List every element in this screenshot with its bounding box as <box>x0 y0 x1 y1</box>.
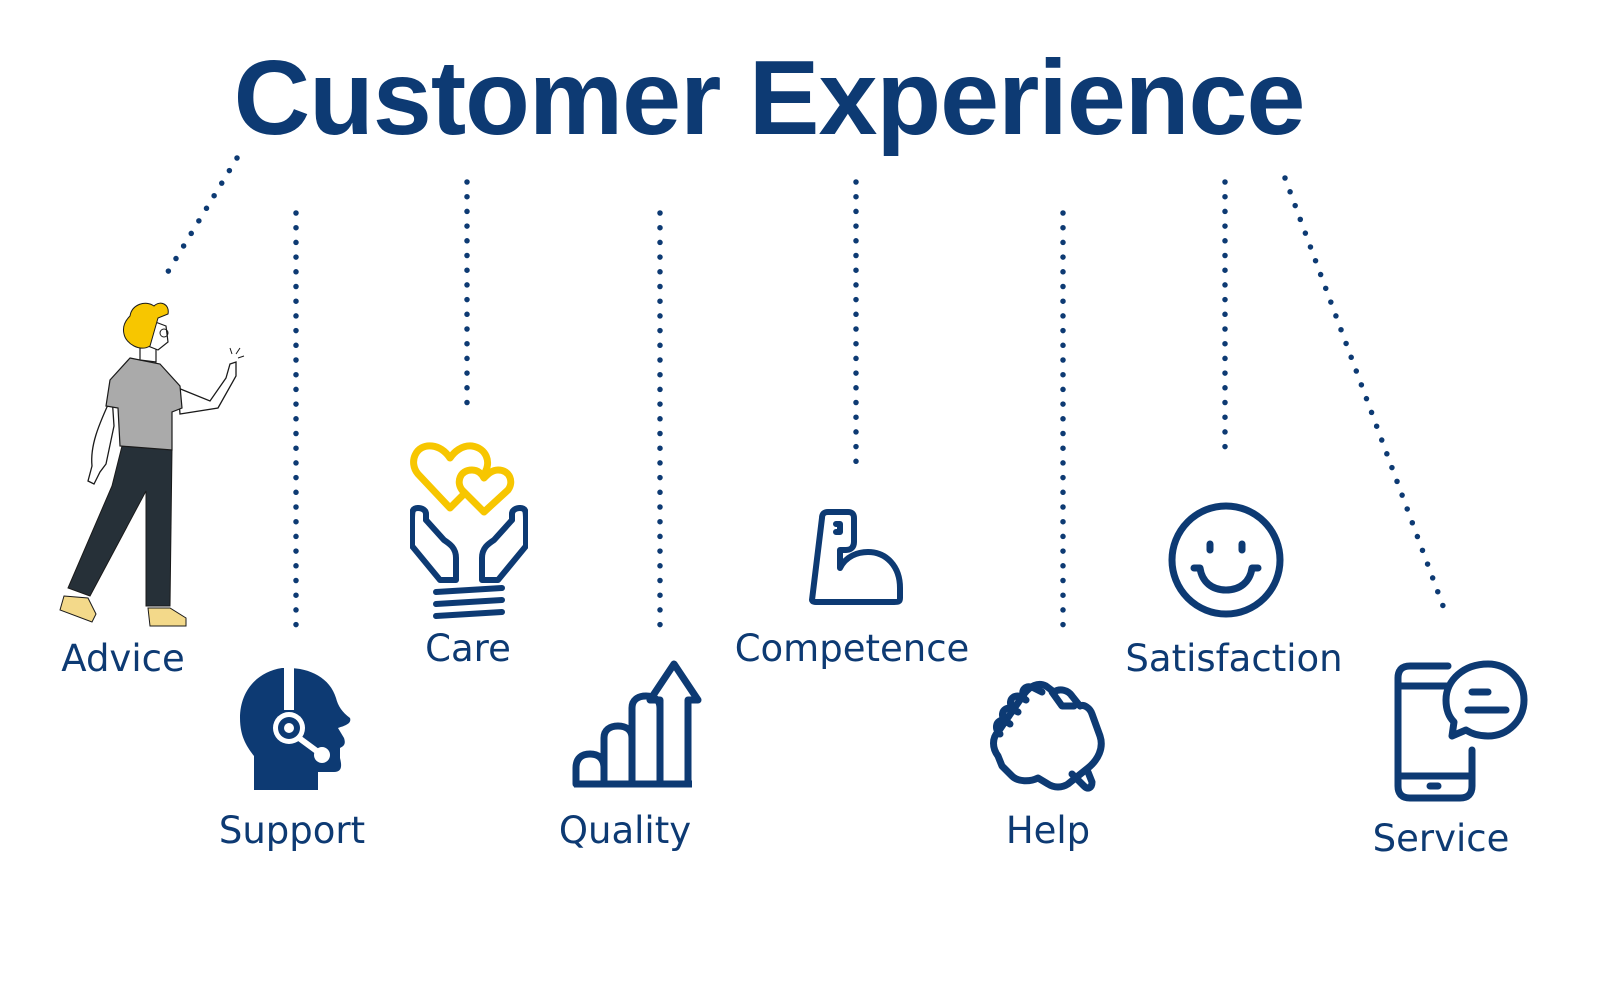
label-quality: Quality <box>558 809 692 852</box>
connector-advice <box>163 155 240 278</box>
headset-agent-icon <box>240 668 351 790</box>
connector-service <box>1282 175 1449 617</box>
hands-hearts-icon <box>410 442 528 619</box>
flexed-arm-icon <box>809 509 903 605</box>
label-service: Service <box>1372 817 1510 860</box>
phone-chat-icon <box>1394 660 1528 802</box>
handshake-grip-icon <box>990 680 1105 792</box>
diagram-title: Customer Experience <box>233 39 1306 157</box>
person-pointing-illustration <box>59 302 245 627</box>
label-advice: Advice <box>61 637 185 680</box>
bar-growth-arrow-icon <box>572 660 702 788</box>
label-help: Help <box>1005 809 1091 852</box>
smiley-face-icon <box>1168 502 1284 618</box>
label-satisfaction: Satisfaction <box>1125 637 1343 680</box>
label-support: Support <box>218 809 366 852</box>
label-competence: Competence <box>734 627 970 670</box>
label-care: Care <box>425 627 511 670</box>
